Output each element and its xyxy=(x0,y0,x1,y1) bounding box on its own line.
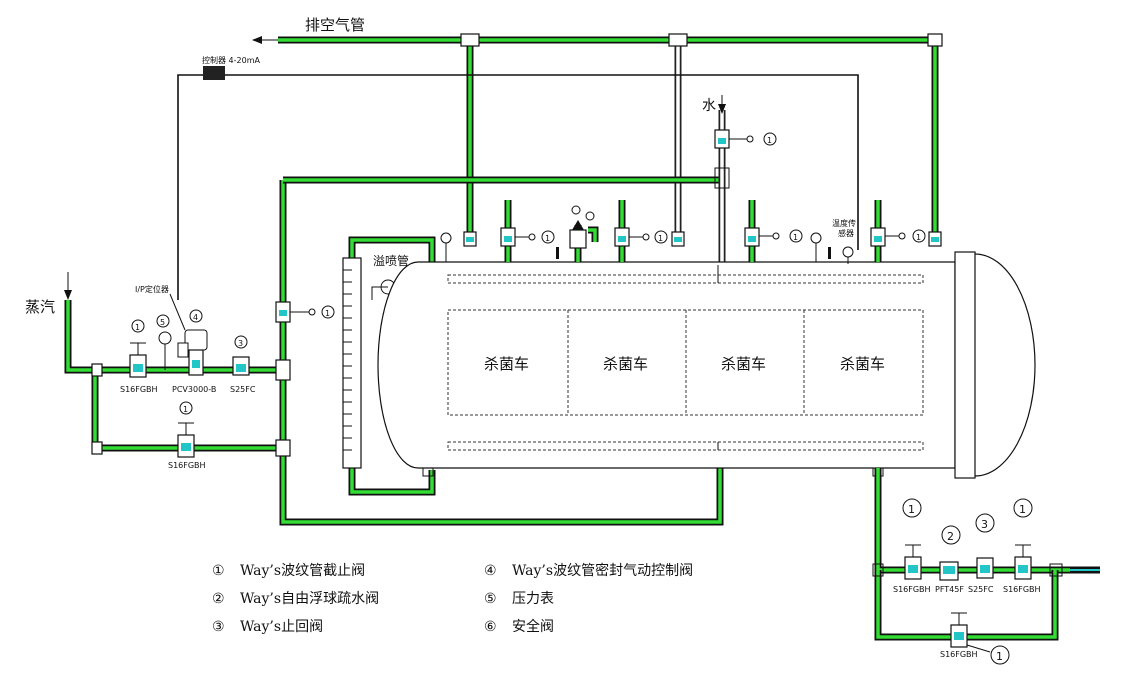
tag-s16fgbh-1: S16FGBH xyxy=(120,385,158,394)
valve-vent-678[interactable] xyxy=(671,231,685,247)
temp-sensor xyxy=(842,246,854,264)
drain-check-valve[interactable]: 3 xyxy=(975,513,995,579)
svg-text:1: 1 xyxy=(325,309,330,318)
svg-text:1: 1 xyxy=(545,234,550,243)
sterilizer-vessel xyxy=(377,251,1036,479)
tag-pft45f: PFT45F xyxy=(935,585,964,594)
valve-vent-470[interactable] xyxy=(463,231,477,247)
tag-s25fc-1: S25FC xyxy=(230,385,256,394)
tag-s16fgbh-5: S16FGBH xyxy=(940,650,978,659)
valve-water-inlet[interactable]: 1 xyxy=(714,129,777,149)
svg-text:3: 3 xyxy=(981,518,988,531)
valve-top-622[interactable]: 1 xyxy=(614,227,668,247)
steam-arrow-icon xyxy=(64,290,72,300)
drain-stop-valve-1[interactable]: 1 xyxy=(902,498,922,580)
car-3-label: 杀菌车 xyxy=(721,355,766,373)
svg-text:4: 4 xyxy=(193,313,198,322)
ip-positioner-label: I/P定位器 xyxy=(135,284,169,294)
car-4-label: 杀菌车 xyxy=(840,355,885,373)
temp-sensor-label-1: 温度传 xyxy=(832,218,856,228)
vent-pipe-label: 排空气管 xyxy=(305,16,365,34)
control-valve-pcv[interactable]: 4 xyxy=(177,309,208,376)
valve-steam-branch[interactable]: 1 xyxy=(275,301,335,323)
steam-bypass-valve[interactable]: 1 xyxy=(177,401,195,458)
steam-label: 蒸汽 xyxy=(25,298,55,316)
controller-label: 控制器 4-20mA xyxy=(202,55,260,65)
water-arrow-icon xyxy=(718,104,726,114)
tag-s25fc-2: S25FC xyxy=(968,585,994,594)
tag-s16fgbh-2: S16FGBH xyxy=(168,461,206,470)
check-valve-steam[interactable]: 3 xyxy=(232,335,250,376)
valve-top-752[interactable]: 1 xyxy=(744,227,803,247)
svg-text:1: 1 xyxy=(658,234,663,243)
tag-s16fgbh-4: S16FGBH xyxy=(1003,585,1041,594)
svg-text:5: 5 xyxy=(160,318,165,327)
controller-box xyxy=(203,66,225,80)
valve-vent-935[interactable] xyxy=(928,231,942,247)
steam-trap[interactable]: 2 xyxy=(939,525,961,581)
safety-valve[interactable] xyxy=(569,205,599,249)
svg-text:3: 3 xyxy=(238,339,243,348)
svg-text:1: 1 xyxy=(767,136,772,145)
controller-wire xyxy=(177,66,859,300)
overflow-pipe xyxy=(342,236,436,496)
car-2-label: 杀菌车 xyxy=(603,355,648,373)
pressure-gauge-top-1 xyxy=(440,232,452,262)
valve-top-508[interactable]: 1 xyxy=(500,227,555,247)
water-label: 水 xyxy=(702,98,716,114)
tag-pcv3000b: PCV3000-B xyxy=(172,385,216,394)
steam-supply-pipe xyxy=(64,176,724,526)
svg-text:1: 1 xyxy=(916,233,921,242)
drain-bypass-valve[interactable]: 1 xyxy=(950,612,1010,665)
vent-pipe xyxy=(252,33,943,240)
car-1-label: 杀菌车 xyxy=(484,355,529,373)
steam-stop-valve-1[interactable]: 1 xyxy=(129,319,147,378)
vent-arrow-icon xyxy=(252,36,262,44)
temp-sensor-label-2: 感器 xyxy=(838,228,854,238)
top-nozzles xyxy=(504,200,882,262)
drain-pipe xyxy=(872,468,1100,641)
svg-text:1: 1 xyxy=(1019,503,1026,516)
svg-text:1: 1 xyxy=(793,233,798,242)
svg-text:1: 1 xyxy=(908,503,915,516)
thermometer-top xyxy=(556,247,831,259)
svg-text:1: 1 xyxy=(996,650,1003,663)
tag-s16fgbh-3: S16FGBH xyxy=(893,585,931,594)
pressure-gauge-top-2 xyxy=(810,232,822,262)
svg-text:1: 1 xyxy=(183,405,188,414)
svg-text:1: 1 xyxy=(135,323,140,332)
svg-text:2: 2 xyxy=(947,530,954,543)
steam-pressure-gauge: 5 xyxy=(156,314,172,370)
overflow-pipe-label: 溢喷管 xyxy=(373,253,409,268)
valve-top-878[interactable]: 1 xyxy=(870,227,926,247)
drain-stop-valve-2[interactable]: 1 xyxy=(1013,498,1033,580)
